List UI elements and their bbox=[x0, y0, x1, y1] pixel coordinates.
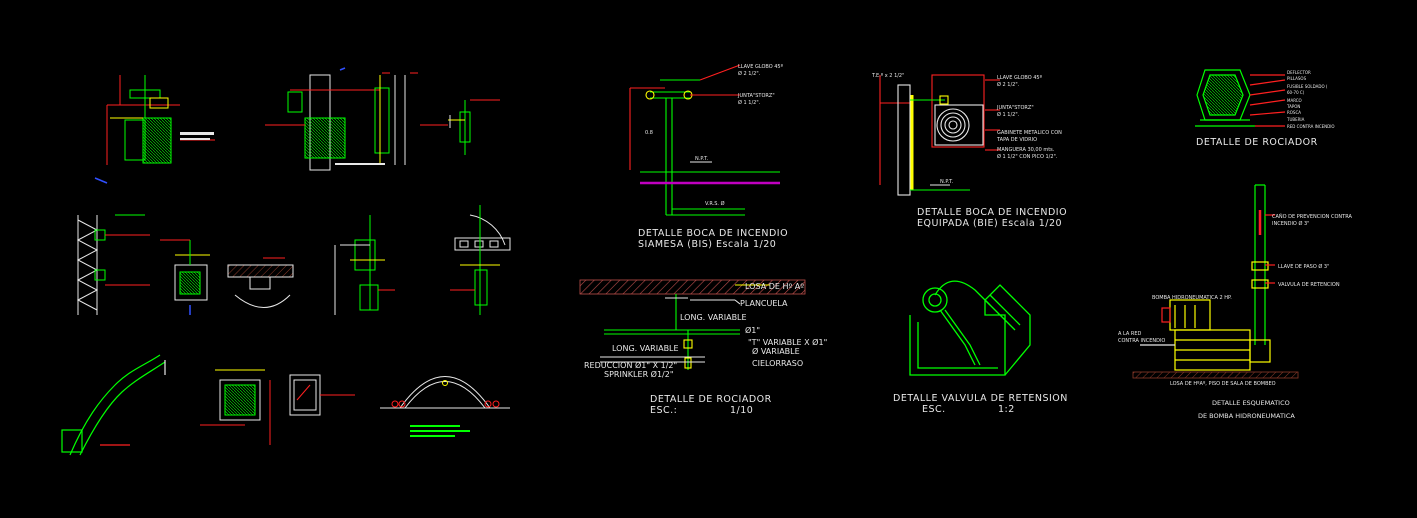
left-small-details-group bbox=[61, 67, 511, 456]
valvula-title-scale: 1:2 bbox=[998, 404, 1015, 415]
rociador-top-label-3: 60-70 C) bbox=[1287, 90, 1305, 95]
rociador-label-cielorraso: CIELORRASO bbox=[752, 359, 803, 368]
bie-label-llave-size: Ø 2 1/2". bbox=[997, 81, 1020, 88]
rociador-top-label-2: FUSIBLE SOLDADO ( bbox=[1287, 84, 1328, 89]
siamesa-title-line2: SIAMESA (BIS) Escala 1/20 bbox=[638, 239, 776, 250]
siamesa-label-height: 0.8 bbox=[645, 130, 653, 136]
detail-riser-valve bbox=[334, 215, 395, 315]
rociador-label-tee: "T" VARIABLE X Ø1" bbox=[748, 337, 827, 347]
siamesa-label-llave: LLAVE GLOBO 45º bbox=[738, 64, 784, 70]
bomba-label-cano-1: CAÑO DE PREVENCION CONTRA bbox=[1272, 213, 1352, 220]
rociador-top-label-6: ROSCA bbox=[1287, 110, 1301, 115]
bie-label-manguera-2: Ø 1 1/2" CON PICO 1/2". bbox=[997, 153, 1058, 160]
bie-label-junta: JUNTA"STORZ" bbox=[996, 105, 1034, 111]
rociador-top-title: DETALLE DE ROCIADOR bbox=[1196, 137, 1318, 148]
rociador-top-label-5: TAPON bbox=[1286, 104, 1300, 109]
bie-label-top-left: T.E.º x 2 1/2" bbox=[871, 73, 904, 79]
siamesa-label-llave-size: Ø 2 1/2". bbox=[738, 70, 761, 77]
detail-rociador-top: DEFLECTOR PILLASOS FUSIBLE SOLDADO ( 60-… bbox=[1195, 69, 1335, 148]
rociador-label-sprinkler: SPRINKLER Ø1/2" bbox=[604, 369, 674, 379]
detail-cabinet-front bbox=[200, 369, 271, 445]
bomba-label-losa: LOSA DE HºAº, PISO DE SALA DE BOMBEO bbox=[1170, 381, 1276, 387]
bie-label-npt: N.P.T. bbox=[940, 179, 954, 185]
bie-title-line2: EQUIPADA (BIE) Escala 1/20 bbox=[917, 218, 1062, 229]
siamesa-label-npt: N.P.T. bbox=[695, 156, 709, 162]
detail-valve-assembly-3 bbox=[420, 99, 500, 155]
rociador-label-d1: Ø1" bbox=[745, 325, 760, 335]
rociador-label-long1: LONG. VARIABLE bbox=[680, 313, 747, 322]
bie-title-line1: DETALLE BOCA DE INCENDIO bbox=[917, 207, 1067, 218]
rociador-label-var: Ø VARIABLE bbox=[752, 346, 800, 356]
detail-elbow-hose bbox=[61, 354, 166, 456]
detail-wall-valve bbox=[76, 214, 150, 315]
rociador-top-label-0: DEFLECTOR bbox=[1287, 70, 1311, 75]
detail-bomba-hidroneumatica: CAÑO DE PREVENCION CONTRA INCENDIO Ø 3" … bbox=[1118, 184, 1352, 420]
rociador-top-label-4: MARCO bbox=[1287, 98, 1302, 103]
bie-label-gabinete-2: TAPA DE VIDRIO bbox=[996, 137, 1037, 143]
siamesa-label-vrs: V.R.S. Ø bbox=[705, 200, 725, 207]
detail-arch-pipe bbox=[380, 376, 510, 437]
rociador-top-label-8: RED CONTRA INCENDIO bbox=[1287, 124, 1335, 129]
siamesa-title-line1: DETALLE BOCA DE INCENDIO bbox=[638, 228, 788, 239]
bie-label-llave: LLAVE GLOBO 45º bbox=[997, 75, 1043, 81]
rociador-top-label-1: PILLASOS bbox=[1287, 76, 1307, 81]
detail-valve-assembly-2 bbox=[265, 67, 418, 171]
bomba-label-red-1: A LA RED bbox=[1118, 331, 1142, 337]
detail-cabinet-small bbox=[160, 239, 210, 315]
bomba-label-cano-2: INCENDIO Ø 3" bbox=[1272, 220, 1309, 227]
detail-bie: T.E.º x 2 1/2" LLAVE GLOBO 45º Ø 2 1/2".… bbox=[871, 73, 1067, 229]
bie-label-manguera-1: MANGUERA 30,00 mts. bbox=[997, 147, 1055, 153]
bomba-label-valvula: VALVULA DE RETENCION bbox=[1278, 282, 1340, 288]
bie-label-junta-size: Ø 1 1/2". bbox=[997, 111, 1020, 118]
bomba-title-line1: DETALLE ESQUEMATICO bbox=[1212, 399, 1290, 407]
detail-slab-section bbox=[227, 257, 294, 308]
detail-valvula-retension: DETALLE VALVULA DE RETENSION ESC. 1:2 bbox=[893, 280, 1068, 415]
rociador-label-reduccion: REDUCCION Ø1" X 1/2" bbox=[584, 360, 677, 370]
rociador-label-losa: LOSA DE Hº Aº bbox=[745, 282, 804, 291]
bie-label-gabinete-1: GABINETE METALICO CON bbox=[997, 130, 1062, 136]
valvula-title-line1: DETALLE VALVULA DE RETENSION bbox=[893, 393, 1068, 404]
bomba-title-line2: DE BOMBA HIDRONEUMATICA bbox=[1198, 412, 1295, 420]
valvula-title-esc: ESC. bbox=[922, 404, 946, 415]
detail-valve-assembly-1 bbox=[94, 75, 215, 184]
rociador-top-label-7: TUBERIA bbox=[1286, 117, 1305, 122]
rociador-title-scale: 1/10 bbox=[730, 405, 753, 416]
rociador-title-line1: DETALLE DE ROCIADOR bbox=[650, 394, 772, 405]
detail-pipe-column bbox=[450, 205, 511, 315]
detail-rociador-section: LOSA DE Hº Aº PLANCUELA LONG. VARIABLE Ø… bbox=[579, 279, 827, 416]
rociador-label-long2: LONG. VARIABLE bbox=[612, 344, 679, 353]
bomba-label-red-2: CONTRA INCENDIO bbox=[1118, 338, 1165, 344]
rociador-title-esc: ESC.: bbox=[650, 405, 677, 416]
rociador-label-planc: PLANCUELA bbox=[740, 299, 788, 308]
bomba-label-llave: LLAVE DE PASO Ø 3" bbox=[1278, 263, 1329, 270]
bomba-label-bomba: BOMBA HIDRONEUMATICA 2 HP. bbox=[1152, 295, 1232, 301]
siamesa-label-junta: JUNTA"STORZ" bbox=[737, 93, 775, 99]
siamesa-label-junta-size: Ø 1 1/2". bbox=[738, 99, 761, 106]
detail-glass-box bbox=[289, 374, 355, 416]
detail-siamesa: LLAVE GLOBO 45º Ø 2 1/2". JUNTA"STORZ" Ø… bbox=[629, 64, 788, 250]
